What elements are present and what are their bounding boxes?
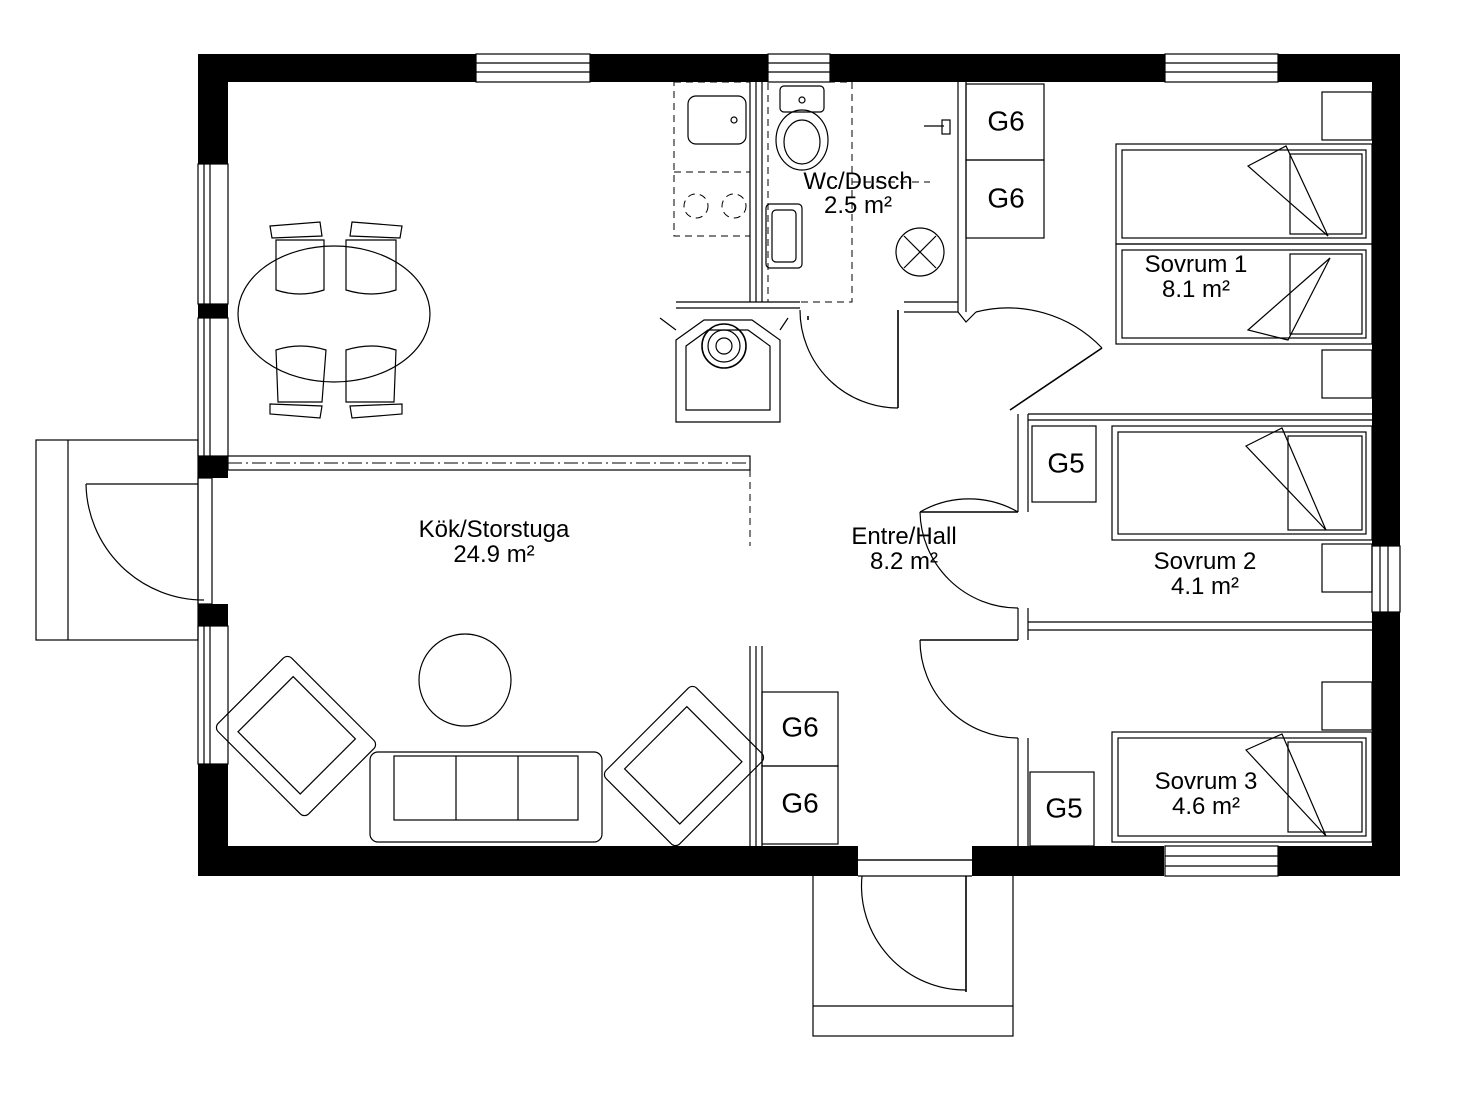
shower-drain (895, 227, 945, 277)
chair (269, 221, 325, 295)
room-name-hall: Entre/Hall (851, 523, 956, 550)
room-area-wc: 2.5 m² (824, 192, 892, 219)
cabinet-label: G5 (1045, 792, 1082, 823)
room-name-bedroom1: Sovrum 1 (1145, 251, 1248, 278)
bathroom-fixtures (765, 81, 951, 303)
living-furniture (215, 633, 765, 847)
bedroom2-bed (1111, 425, 1373, 593)
side-terrace (35, 439, 213, 641)
dining-set (237, 221, 431, 419)
cabinet-label: G6 (987, 182, 1024, 213)
chair (345, 221, 403, 295)
room-area-hall: 8.2 m² (870, 548, 938, 575)
room-area-bedroom3: 4.6 m² (1172, 793, 1240, 820)
chair (269, 345, 327, 419)
cabinet-label: G6 (987, 105, 1024, 136)
bedroom1-beds (1115, 91, 1373, 399)
windows (197, 53, 1401, 877)
room-name-kitchen: Kök/Storstuga (419, 516, 570, 543)
cabinet-label: G6 (781, 787, 818, 818)
sofa (369, 751, 603, 843)
washbasin (765, 203, 803, 269)
bedroom3-bed (1111, 681, 1373, 843)
shower-mixer (924, 119, 951, 135)
fireplace-stove (659, 317, 789, 423)
dining-table (237, 245, 431, 383)
room-area-kitchen: 24.9 m² (453, 541, 534, 568)
cabinet-label: G6 (781, 711, 818, 742)
toilet (775, 85, 829, 171)
room-name-bedroom2: Sovrum 2 (1154, 548, 1257, 575)
room-labels: Kök/Storstuga 24.9 m² Wc/Dusch 2.5 m² En… (419, 168, 1258, 820)
room-name-wc: Wc/Dusch (803, 168, 912, 195)
chair (345, 345, 403, 419)
armchair (215, 655, 377, 817)
coffee-table (418, 633, 512, 727)
armchair (603, 685, 765, 847)
kitchen-counter (673, 81, 751, 237)
cabinets: G6 G6 G5 G6 G6 G5 (761, 83, 1097, 847)
cabinet-label: G5 (1047, 447, 1084, 478)
doors (799, 307, 1103, 739)
entrance-steps (812, 859, 1014, 1037)
room-name-bedroom3: Sovrum 3 (1155, 768, 1258, 795)
room-area-bedroom1: 8.1 m² (1162, 276, 1230, 303)
room-area-bedroom2: 4.1 m² (1171, 573, 1239, 600)
exterior-walls (198, 54, 1400, 876)
